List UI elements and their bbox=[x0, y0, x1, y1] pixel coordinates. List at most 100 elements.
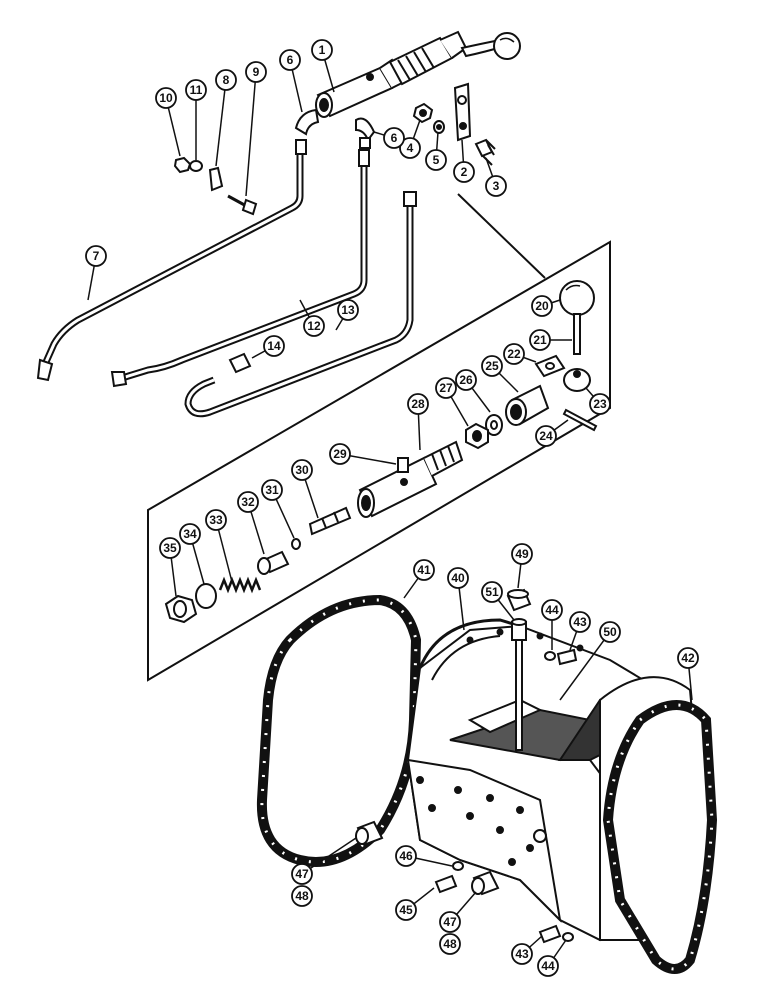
callout-label: 51 bbox=[485, 585, 499, 599]
bolt-45 bbox=[434, 874, 458, 894]
callout-label: 40 bbox=[451, 571, 465, 585]
callout-c6a: 6 bbox=[279, 49, 303, 113]
callout-c1: 1 bbox=[311, 39, 335, 93]
callout-label: 4 bbox=[407, 141, 414, 155]
callout-circle bbox=[503, 343, 525, 365]
callout-circle bbox=[677, 647, 699, 669]
spring-33 bbox=[218, 576, 262, 594]
callout-circle bbox=[447, 567, 469, 589]
callout-label: 14 bbox=[267, 339, 281, 353]
callout-c45: 45 bbox=[395, 887, 435, 921]
callout-c47b: 47 bbox=[439, 891, 477, 933]
callout-label: 22 bbox=[507, 347, 521, 361]
callout-label: 12 bbox=[307, 319, 321, 333]
callout-c41: 41 bbox=[403, 559, 435, 599]
callout-label: 34 bbox=[183, 527, 197, 541]
callout-label: 47 bbox=[295, 867, 309, 881]
callout-circle bbox=[425, 149, 447, 171]
callout-label: 23 bbox=[593, 397, 607, 411]
mounting-bracket bbox=[453, 82, 472, 142]
callout-circle bbox=[485, 175, 507, 197]
callout-c14: 14 bbox=[251, 335, 285, 359]
callout-c28: 28 bbox=[407, 393, 429, 451]
callout-c12: 12 bbox=[299, 299, 325, 337]
gasket-41 bbox=[256, 594, 422, 867]
callout-circle bbox=[85, 245, 107, 267]
callout-c48a: 48 bbox=[291, 885, 313, 907]
callout-c23: 23 bbox=[585, 387, 611, 415]
callout-label: 50 bbox=[603, 625, 617, 639]
callout-circle bbox=[481, 581, 503, 603]
callout-c48b: 48 bbox=[439, 933, 461, 955]
clip-8 bbox=[208, 166, 224, 192]
callout-c20: 20 bbox=[531, 295, 561, 317]
callout-label: 30 bbox=[295, 463, 309, 477]
callout-circle bbox=[291, 459, 313, 481]
callout-circle bbox=[399, 137, 421, 159]
bolt-43-lower bbox=[538, 924, 562, 944]
callout-c44a: 44 bbox=[541, 599, 563, 650]
callout-circle bbox=[435, 377, 457, 399]
callout-circle bbox=[531, 295, 553, 317]
set-screw-29 bbox=[397, 457, 409, 473]
callout-label: 20 bbox=[535, 299, 549, 313]
bolt-9 bbox=[227, 194, 258, 216]
callout-c51: 51 bbox=[481, 581, 515, 621]
callout-circle bbox=[245, 61, 267, 83]
callout-circle bbox=[413, 559, 435, 581]
callout-circle bbox=[291, 863, 313, 885]
callout-c30: 30 bbox=[291, 459, 319, 519]
plug-35 bbox=[164, 594, 198, 624]
callout-c33: 33 bbox=[205, 509, 233, 583]
callout-c7: 7 bbox=[85, 245, 107, 301]
callout-circle bbox=[395, 899, 417, 921]
gasket-42 bbox=[602, 700, 718, 974]
callout-label: 35 bbox=[163, 541, 177, 555]
callout-label: 43 bbox=[573, 615, 587, 629]
nut-10 bbox=[173, 156, 192, 174]
callout-circle bbox=[185, 79, 207, 101]
callout-label: 24 bbox=[539, 429, 553, 443]
callout-label: 42 bbox=[681, 651, 695, 665]
callout-circle bbox=[455, 369, 477, 391]
callout-c27: 27 bbox=[435, 377, 469, 427]
callout-circle bbox=[263, 335, 285, 357]
callout-c34: 34 bbox=[179, 523, 205, 585]
callout-c42: 42 bbox=[677, 647, 699, 701]
callout-label: 2 bbox=[461, 165, 468, 179]
callout-c47a: 47 bbox=[291, 837, 357, 885]
callout-label: 47 bbox=[443, 915, 457, 929]
callout-circle bbox=[303, 315, 325, 337]
callout-circle bbox=[529, 329, 551, 351]
callout-circle bbox=[511, 543, 533, 565]
callout-label: 44 bbox=[545, 603, 559, 617]
callout-label: 11 bbox=[190, 83, 203, 97]
callout-c6b: 6 bbox=[373, 127, 405, 149]
callout-leader bbox=[215, 79, 227, 167]
callout-circle bbox=[599, 621, 621, 643]
cap-23 bbox=[563, 368, 591, 392]
elbow-fitting-left bbox=[294, 108, 320, 136]
callout-circle bbox=[311, 39, 333, 61]
callout-label: 48 bbox=[443, 937, 457, 951]
callout-label: 6 bbox=[287, 53, 294, 67]
fasteners-bottom bbox=[355, 820, 574, 944]
callout-label: 27 bbox=[439, 381, 453, 395]
callout-circle bbox=[407, 393, 429, 415]
callout-c9: 9 bbox=[245, 61, 267, 197]
callout-c8: 8 bbox=[215, 69, 237, 167]
callout-c11: 11 bbox=[185, 79, 207, 160]
callout-c40: 40 bbox=[447, 567, 469, 631]
valve-body-28 bbox=[357, 440, 464, 518]
washer-46 bbox=[452, 861, 464, 871]
callout-circle bbox=[215, 69, 237, 91]
callout-c46: 46 bbox=[395, 845, 453, 867]
callout-circle bbox=[537, 955, 559, 977]
callout-c26: 26 bbox=[455, 369, 491, 413]
callout-label: 45 bbox=[399, 903, 413, 917]
callout-circle bbox=[159, 537, 181, 559]
stem-21 bbox=[573, 313, 581, 355]
callout-circle bbox=[511, 943, 533, 965]
callout-circle bbox=[481, 355, 503, 377]
